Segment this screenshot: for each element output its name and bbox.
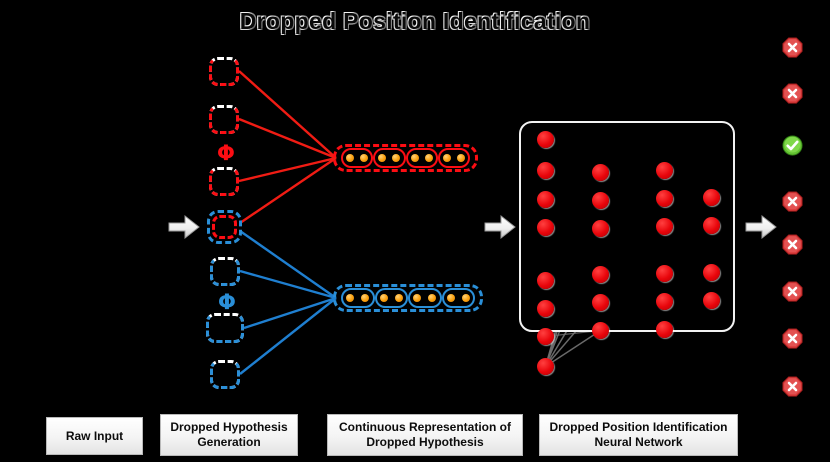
vector-red-cell-1	[341, 148, 374, 168]
status-4-error-icon[interactable]	[782, 191, 803, 212]
hypothesis-box-5[interactable]	[210, 257, 240, 286]
vector-blue-cell-3-unit-1	[413, 294, 422, 302]
caption-dropped-position-nn: Dropped Position Identification Neural N…	[539, 414, 738, 456]
vector-red-cell-1-unit-2	[360, 154, 369, 162]
ellipsis-red: Φ	[217, 141, 235, 165]
hypothesis-box-1-dash-color	[209, 57, 239, 86]
vector-blue-cell-3-unit-2	[428, 294, 437, 302]
hypothesis-box-7-dash-color	[210, 360, 240, 389]
hypothesis-box-3-dash-color	[209, 167, 239, 196]
vector-red-cell-2	[373, 148, 406, 168]
nn-node-l3-1	[656, 162, 673, 179]
hypothesis-box-6-dash-color	[206, 313, 244, 343]
caption-dropped-hypothesis-generation-label: Dropped Hypothesis Generation	[170, 420, 288, 449]
nn-node-l1-5	[537, 272, 554, 289]
caption-dropped-position-nn-label: Dropped Position Identification Neural N…	[549, 420, 728, 449]
status-5-error-icon[interactable]	[782, 234, 803, 255]
vector-red-cell-1-unit-1	[346, 154, 355, 162]
nn-node-l1-3	[537, 191, 554, 208]
nn-node-l2-2	[592, 192, 609, 209]
caption-raw-input: Raw Input	[46, 417, 143, 455]
caption-raw-input-label: Raw Input	[65, 428, 124, 443]
hypothesis-box-4[interactable]	[207, 210, 242, 244]
caption-continuous-representation: Continuous Representation of Dropped Hyp…	[327, 414, 523, 456]
nn-node-l2-6	[592, 322, 609, 339]
caption-continuous-representation-label: Continuous Representation of Dropped Hyp…	[339, 420, 511, 449]
caption-dropped-hypothesis-generation: Dropped Hypothesis Generation	[160, 414, 298, 456]
vector-blue[interactable]	[333, 284, 483, 312]
page-title: Dropped Position Identification	[239, 8, 591, 34]
status-1-error-icon[interactable]	[782, 37, 803, 58]
nn-node-l1-6	[537, 300, 554, 317]
vector-blue-cell-4	[441, 288, 475, 308]
vector-red-cell-3-unit-1	[410, 154, 419, 162]
nn-node-l3-4	[656, 265, 673, 282]
status-3-success-icon[interactable]	[782, 135, 803, 156]
vector-blue-cell-2-unit-2	[394, 294, 403, 302]
vector-blue-cell-4-unit-1	[446, 294, 455, 302]
nn-node-l2-1	[592, 164, 609, 181]
nn-node-l3-3	[656, 218, 673, 235]
arrow-network-to-output	[745, 213, 777, 241]
vector-blue-cell-4-unit-2	[461, 294, 470, 302]
nn-node-l3-2	[656, 190, 673, 207]
hypothesis-box-3[interactable]	[209, 167, 239, 196]
hypothesis-box-5-dash-color	[210, 257, 240, 286]
nn-node-l3-6	[656, 321, 673, 338]
hypothesis-box-2-dash-color	[209, 105, 239, 134]
nn-node-l4-4	[703, 292, 720, 309]
nn-node-l4-3	[703, 264, 720, 281]
vector-red-cell-4-unit-1	[442, 154, 451, 162]
nn-node-l3-5	[656, 293, 673, 310]
hypothesis-box-1[interactable]	[209, 57, 239, 86]
nn-node-l1-1	[537, 131, 554, 148]
vector-red-cell-3-unit-2	[424, 154, 433, 162]
vector-blue-cell-1-unit-1	[346, 294, 355, 302]
nn-node-l1-7	[537, 328, 554, 345]
vector-red-cell-4	[437, 148, 470, 168]
status-8-error-icon[interactable]	[782, 376, 803, 397]
status-7-error-icon[interactable]	[782, 328, 803, 349]
nn-node-l2-5	[592, 294, 609, 311]
hypothesis-box-2[interactable]	[209, 105, 239, 134]
nn-node-l4-1	[703, 189, 720, 206]
vector-red-cell-4-unit-2	[456, 154, 465, 162]
hypothesis-box-6[interactable]	[206, 313, 244, 343]
hypothesis-box-7[interactable]	[210, 360, 240, 389]
vector-red-cell-2-unit-2	[392, 154, 401, 162]
nn-node-l4-2	[703, 217, 720, 234]
vector-blue-cell-1-unit-2	[361, 294, 370, 302]
status-6-error-icon[interactable]	[782, 281, 803, 302]
arrow-vector-to-network	[484, 213, 516, 241]
ellipsis-blue: Φ	[218, 290, 236, 314]
arrow-raw-to-hypothesis	[168, 213, 200, 241]
vector-blue-cell-1	[341, 288, 375, 308]
nn-node-l1-4	[537, 219, 554, 236]
nn-node-l2-3	[592, 220, 609, 237]
nn-node-l2-4	[592, 266, 609, 283]
hypothesis-box-4-blue-ring	[207, 210, 242, 244]
vector-red-cell-3	[405, 148, 438, 168]
vector-red[interactable]	[333, 144, 478, 172]
vector-blue-cell-3	[408, 288, 442, 308]
nn-node-l1-8	[537, 358, 554, 375]
nn-node-l1-2	[537, 162, 554, 179]
vector-blue-cell-2	[374, 288, 408, 308]
neural-network-panel	[519, 121, 735, 332]
status-2-error-icon[interactable]	[782, 83, 803, 104]
hypothesis-box-4-red-ring	[212, 215, 237, 239]
vector-red-cell-2-unit-1	[378, 154, 387, 162]
vector-blue-cell-2-unit-1	[379, 294, 388, 302]
